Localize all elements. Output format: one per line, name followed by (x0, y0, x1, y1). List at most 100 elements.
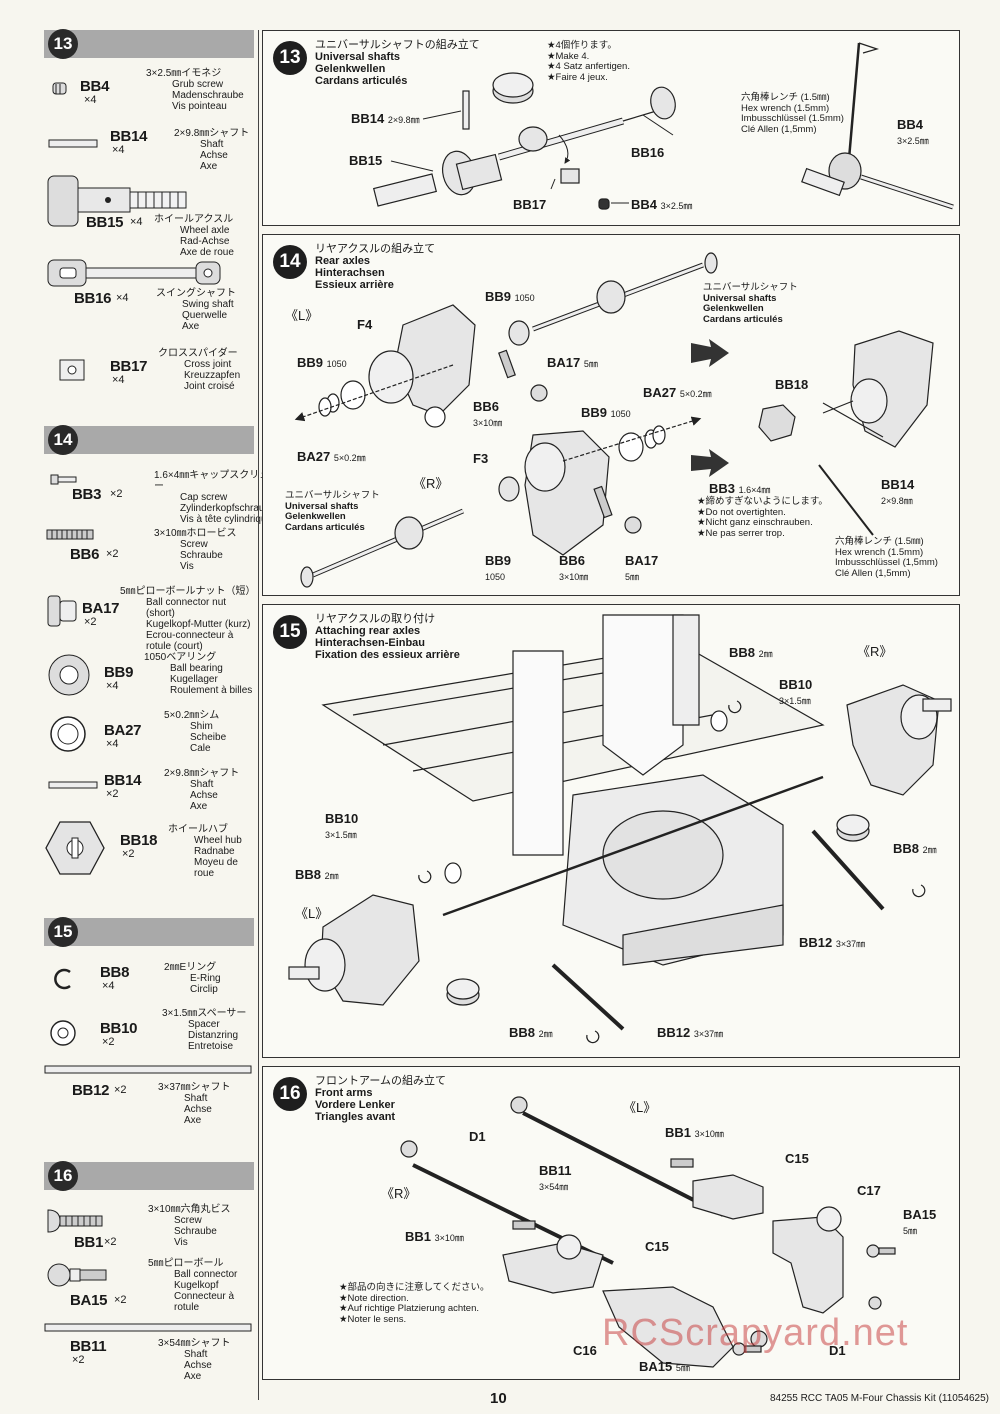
part-bb17: BB17 ×4 クロススパイダー Cross joint Kreuzzapfen… (44, 348, 256, 398)
chassis-rear-axle-drawing (288, 614, 952, 1044)
part-bb12: BB12 ×2 3×37㎜シャフト Shaft Achse Axe (44, 1062, 256, 1132)
part-code: BB18 (120, 832, 158, 849)
label-c15-bottom: C15 (645, 1239, 669, 1254)
e-ring-icon (54, 968, 71, 990)
part-bb15: BB15 ×4 ホイールアクスル Wheel axle Rad-Achse Ax… (44, 174, 256, 258)
step-number: 15 (48, 917, 78, 947)
shaft-icon (48, 139, 98, 148)
part-name-fr: Moyeu de roue (194, 857, 238, 879)
part-code: BB10 (100, 1020, 138, 1037)
part-jp-name: 3×2.5㎜イモネジ (146, 68, 222, 79)
part-name-en: Spacer (188, 1019, 220, 1030)
universal-shaft-drawing (372, 42, 954, 210)
part-code: BB4 (80, 78, 110, 95)
part-code: BB14 (110, 128, 148, 145)
part-code: BB6 (70, 546, 100, 563)
step-title-fr: Triangles avant (315, 1111, 396, 1123)
step-title-en: Front arms (315, 1087, 373, 1099)
part-bb3: BB3 ×2 1.6×4㎜キャップスクリュー Cap screw Zylinde… (44, 468, 276, 525)
label-d1-top: D1 (469, 1129, 486, 1144)
shim-icon (50, 716, 86, 752)
part-qty: ×2 (114, 1294, 127, 1306)
part-name-fr: Axe (200, 161, 218, 172)
part-ba15: BA15 ×2 5㎜ピローボール Ball connector Kugelkop… (44, 1256, 256, 1313)
part-name-en: Screw (174, 1215, 202, 1226)
step-number: 14 (273, 245, 307, 279)
part-name-fr: Vis à tête cylindrique (180, 514, 273, 525)
shaft-icon (48, 781, 98, 789)
universal-shaft-note-bottom: ユニバーサルシャフト Universal shafts Gelenkwellen… (285, 490, 380, 533)
part-name-en: Ball bearing (170, 663, 223, 674)
part-bb11: BB11 ×2 3×54㎜シャフト Shaft Achse Axe (44, 1320, 256, 1392)
part-qty: ×4 (116, 292, 129, 304)
part-name-de: Kugelkopf (174, 1280, 219, 1291)
part-name-fr: Ecrou-connecteur à (146, 630, 234, 641)
part-name-de: Querwelle (182, 310, 228, 321)
part-code: BB15 (86, 214, 124, 231)
part-qty: ×4 (112, 144, 125, 156)
step-title-en: Rear axles (315, 255, 371, 267)
label-bb18: BB18 (775, 377, 809, 392)
part-name-de: Rad-Achse (180, 236, 230, 247)
label-c17: C17 (857, 1183, 881, 1198)
part-name-de: Zylinderkopfschraube (180, 503, 276, 514)
step-16-parts-header: 16 (44, 1161, 254, 1191)
part-bb14: BB14 ×4 2×9.8㎜シャフト Shaft Achse Axe (44, 126, 256, 172)
part-qty: ×2 (110, 488, 123, 500)
part-name-fr-2: rotule (court) (146, 641, 203, 652)
long-shaft-icon (44, 1065, 252, 1074)
part-jp-name: ホイールアクスル (154, 214, 234, 225)
swing-shaft-icon (47, 259, 221, 287)
step-number: 16 (48, 1161, 78, 1191)
part-qty: ×2 (72, 1354, 85, 1366)
step-title-jp: リヤアクスルの組み立て (315, 243, 436, 255)
ball-bearing-icon (48, 654, 90, 696)
step-14-panel: 14 リヤアクスルの組み立て Rear axles Hinterachsen E… (262, 234, 960, 596)
step-title-de: Hinterachsen-Einbau (315, 637, 426, 649)
part-jp-name: クロススパイダー (158, 348, 238, 359)
part-code: BB14 (104, 772, 142, 789)
hex-screw-icon (47, 1209, 103, 1233)
step-15-parts-header: 15 (44, 917, 254, 947)
step-title-fr: Cardans articulés (315, 75, 408, 87)
label-bb17: BB17 (513, 197, 547, 212)
step-title-jp: ユニバーサルシャフトの組み立て (315, 39, 480, 51)
part-name-de: Distanzring (188, 1030, 239, 1041)
part-name-en: Shaft (200, 139, 224, 150)
ball-connector-icon (47, 1263, 107, 1287)
label-bb15: BB15 (349, 153, 383, 168)
label-bb14: BB14 2×9.8㎜ (351, 111, 420, 126)
part-name-en: E-Ring (190, 973, 221, 984)
step-title-fr: Fixation des essieux arrière (315, 649, 460, 661)
step-number: 13 (273, 41, 307, 75)
part-qty: ×2 (122, 848, 135, 860)
step-15-panel: 15 リヤアクスルの取り付け Attaching rear axles Hint… (262, 604, 960, 1058)
parts-column: 13 BB4 ×4 3×2.5㎜イモネジ Grub screw Madensch… (44, 29, 276, 1400)
right-side-mark: 《R》 (857, 644, 893, 659)
part-jp-name: 3×54㎜シャフト (158, 1338, 231, 1349)
part-code: BA17 (82, 600, 120, 617)
watermark: RCScrapyard.net (602, 1312, 909, 1354)
step-title-en: Universal shafts (315, 51, 400, 63)
part-name-fr: Axe (190, 801, 208, 812)
part-name-en: Shim (190, 721, 213, 732)
label-bb1-left: BB1 3×10㎜ (665, 1125, 724, 1140)
part-qty: ×2 (84, 616, 97, 628)
label-bb8-top: BB8 2㎜ (729, 645, 773, 660)
part-name-en: Ball connector nut (short) (146, 597, 227, 619)
label-bb12-right: BB12 3×37㎜ (799, 935, 866, 950)
step-title: リヤアクスルの組み立て Rear axles Hinterachsen Essi… (315, 243, 435, 291)
long-shaft-icon (44, 1323, 252, 1332)
part-bb6: BB6 ×2 3×10㎜ホロービス Screw Schraube Vis (44, 526, 256, 572)
part-name-de: Scheibe (190, 732, 227, 743)
part-name-fr: Roulement à billes (170, 685, 253, 696)
label-bb3: BB3 1.6×4㎜ (709, 481, 771, 496)
part-qty: ×4 (130, 216, 143, 228)
step-title-de: Vordere Lenker (315, 1099, 395, 1111)
